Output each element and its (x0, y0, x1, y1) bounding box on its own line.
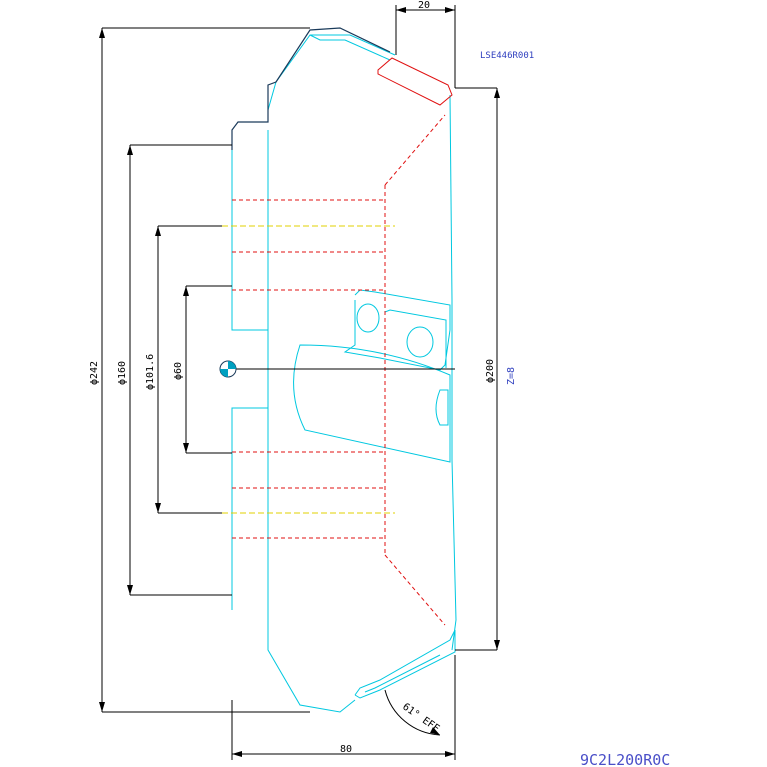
dimension-arrows (99, 7, 500, 757)
bottom-width-label: 80 (340, 744, 352, 755)
d1016-label: ϕ101.6 (145, 354, 156, 390)
center-lines (222, 225, 395, 514)
d242-label: ϕ242 (89, 361, 100, 385)
dimension-lines (101, 5, 498, 760)
cutter-body-outline (228, 34, 457, 713)
top-insert (377, 57, 453, 106)
insert-code-label: LSE446R001 (480, 51, 534, 61)
part-number-label: 9C2L200R0C (580, 751, 670, 767)
d200-label: ϕ200 (485, 359, 496, 383)
angle-label: 61° EFF (400, 701, 441, 734)
axis-marker (219, 360, 455, 378)
teeth-label: Z=8 (506, 367, 517, 385)
d60-label: ϕ60 (173, 362, 184, 380)
d160-label: ϕ160 (117, 361, 128, 385)
cutter-body-edge (231, 27, 391, 150)
hidden-lines (232, 114, 446, 626)
top-width-label: 20 (418, 0, 430, 11)
